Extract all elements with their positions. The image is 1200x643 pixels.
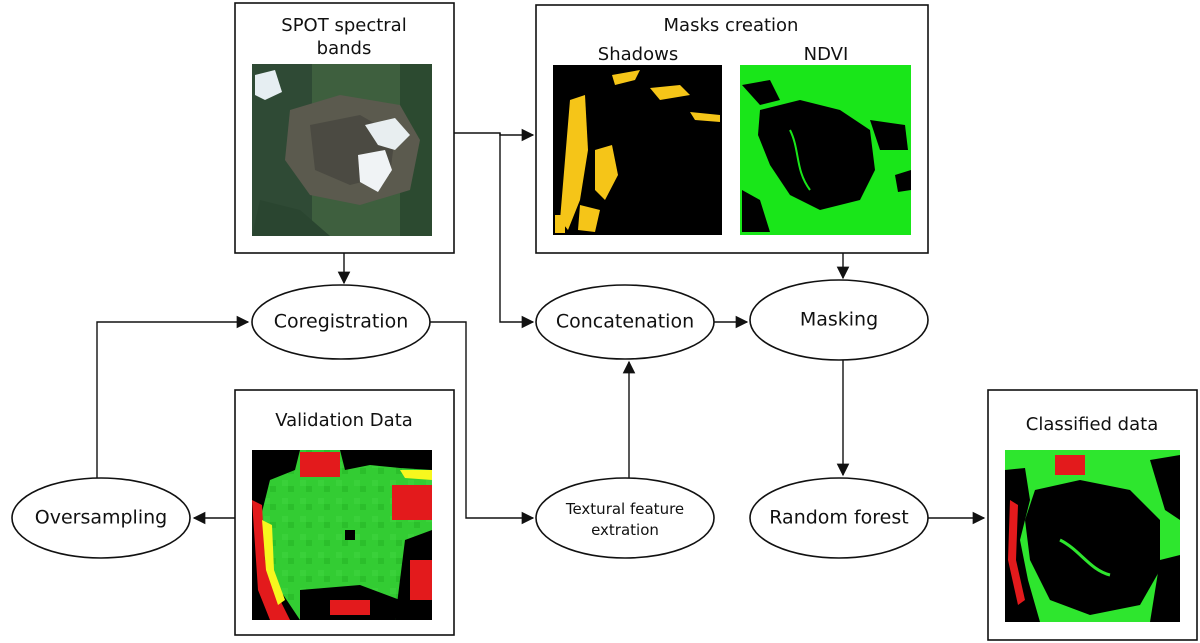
oversampling-label: Oversampling — [35, 507, 167, 529]
masks-box: Masks creation Shadows NDVI — [535, 4, 929, 254]
random-forest-label: Random forest — [769, 507, 908, 529]
classified-box: Classified data — [987, 389, 1198, 641]
coregistration-label: Coregistration — [274, 311, 409, 333]
edge-coregistration-to-textural — [430, 321, 535, 525]
shadows-mask-image — [553, 65, 722, 235]
node-random-forest: Random forest — [749, 477, 929, 559]
spot-title-line1: SPOT spectral — [281, 15, 406, 36]
spot-title-line2: bands — [317, 38, 372, 59]
classified-data-image — [1005, 450, 1180, 622]
spot-box: SPOT spectral bands — [234, 2, 455, 254]
edge-spot-to-masks — [454, 128, 535, 142]
ndvi-label: NDVI — [804, 44, 849, 65]
masking-label: Masking — [800, 309, 878, 331]
edges — [96, 128, 986, 525]
edge-oversampling-to-coregistration — [96, 315, 250, 478]
concatenation-label: Concatenation — [556, 311, 694, 333]
textural-label-line2: extration — [591, 521, 659, 539]
validation-title: Validation Data — [275, 410, 413, 431]
validation-data-image — [252, 450, 432, 620]
node-concatenation: Concatenation — [535, 284, 715, 360]
spot-satellite-image — [252, 64, 432, 236]
validation-box: Validation Data — [234, 389, 455, 636]
ndvi-mask-image — [740, 65, 911, 235]
masks-title: Masks creation — [664, 15, 799, 36]
node-coregistration: Coregistration — [251, 284, 431, 360]
edge-spot-to-concatenation — [499, 133, 535, 329]
node-oversampling: Oversampling — [11, 477, 191, 559]
node-textural-feature: Textural feature extration — [535, 477, 715, 559]
shadows-label: Shadows — [598, 44, 678, 65]
classified-title: Classified data — [1026, 414, 1158, 435]
node-masking: Masking — [749, 279, 929, 361]
textural-label-line1: Textural feature — [565, 500, 684, 518]
